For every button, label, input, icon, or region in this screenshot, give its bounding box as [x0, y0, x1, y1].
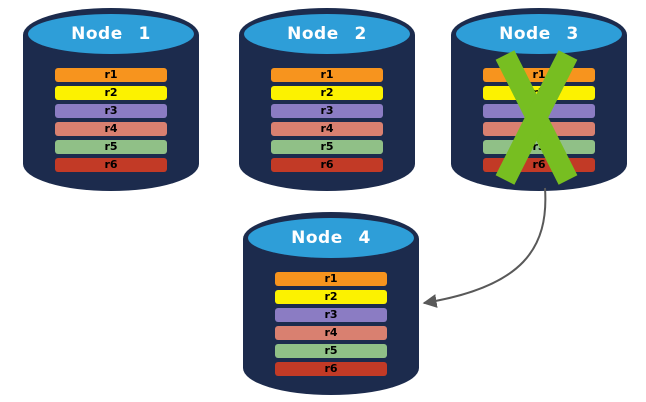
node-1: Node 1 r1 r2 r3 r4 r5 r6: [22, 7, 200, 191]
node-label: Node 4: [291, 228, 371, 248]
row-r3: r3: [55, 104, 167, 118]
failure-x-icon: [495, 50, 578, 185]
node-label: Node 1: [71, 24, 151, 44]
row-r4: r4: [271, 122, 383, 136]
row-r5: r5: [271, 140, 383, 154]
row-r6: r6: [275, 362, 387, 376]
row-r5: r5: [275, 344, 387, 358]
node-3: Node 3 r1 r2 r3 r4 r5 r6: [450, 7, 628, 191]
row-r2: r2: [55, 86, 167, 100]
node-label: Node 3: [499, 24, 579, 44]
row-r2: r2: [275, 290, 387, 304]
node-2: Node 2 r1 r2 r3 r4 r5 r6: [238, 7, 416, 191]
row-r3: r3: [271, 104, 383, 118]
node-label: Node 2: [287, 24, 367, 44]
node-4: Node 4 r1 r2 r3 r4 r5 r6: [242, 211, 420, 395]
row-r3: r3: [275, 308, 387, 322]
row-r4: r4: [275, 326, 387, 340]
replica-rows: r1 r2 r3 r4 r5 r6: [55, 68, 167, 176]
row-r1: r1: [275, 272, 387, 286]
row-r2: r2: [271, 86, 383, 100]
row-r6: r6: [271, 158, 383, 172]
row-r5: r5: [55, 140, 167, 154]
row-r1: r1: [55, 68, 167, 82]
row-r1: r1: [271, 68, 383, 82]
replica-rows: r1 r2 r3 r4 r5 r6: [271, 68, 383, 176]
row-r6: r6: [55, 158, 167, 172]
row-r4: r4: [55, 122, 167, 136]
replica-rows: r1 r2 r3 r4 r5 r6: [275, 272, 387, 380]
